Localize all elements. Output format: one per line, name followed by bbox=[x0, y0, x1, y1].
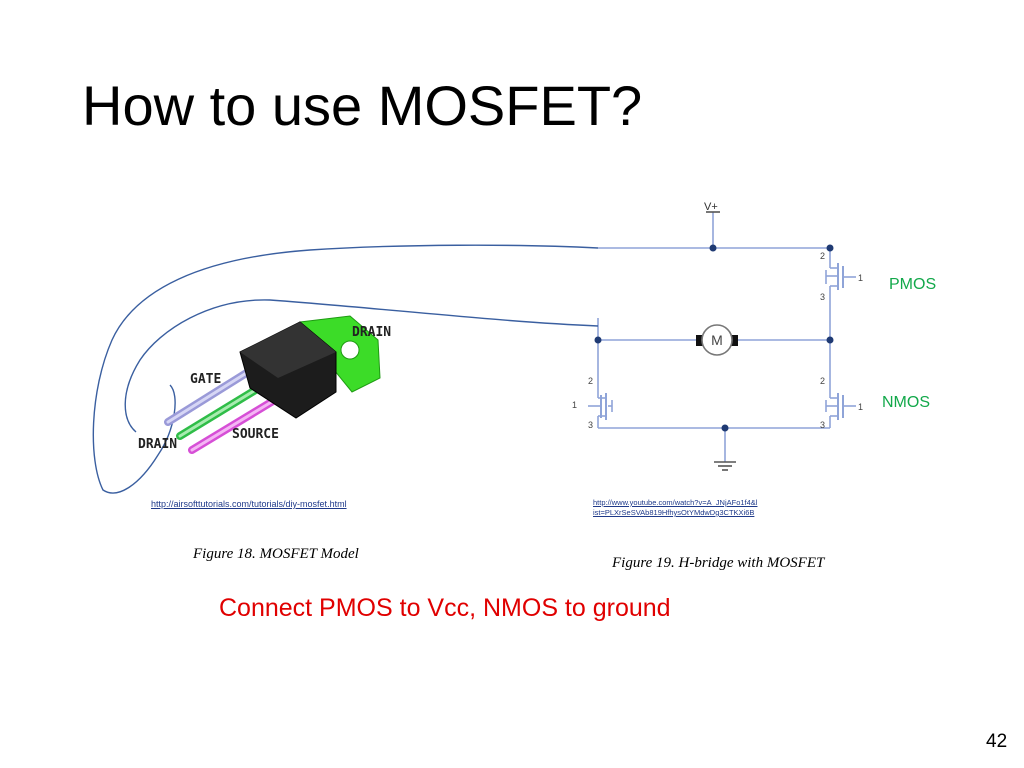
junction-dot bbox=[826, 244, 834, 252]
instruction-note: Connect PMOS to Vcc, NMOS to ground bbox=[219, 594, 671, 622]
mosfet-tab-hole bbox=[340, 340, 360, 360]
annotation-loops bbox=[92, 244, 599, 494]
nmos-right-symbol bbox=[825, 393, 856, 428]
pin-number: 3 bbox=[820, 420, 825, 430]
page-number: 42 bbox=[986, 731, 1008, 752]
figure-18-caption: Figure 18. MOSFET Model bbox=[193, 546, 359, 562]
vplus-label: V+ bbox=[704, 201, 718, 213]
annotation-loop-outer bbox=[92, 244, 599, 494]
annotation-loop-inner bbox=[124, 299, 599, 433]
pin-number: 1 bbox=[572, 400, 577, 410]
junction-dot bbox=[826, 336, 834, 344]
pin-label-gate: GATE bbox=[190, 372, 221, 387]
leg-drain-core bbox=[178, 384, 264, 438]
junction-dots bbox=[594, 244, 834, 432]
pmos-label: PMOS bbox=[889, 276, 937, 293]
mosfet-body-top bbox=[240, 322, 336, 378]
motor-symbol: M bbox=[696, 324, 738, 356]
motor-label: M bbox=[711, 332, 723, 348]
slide-title: How to use MOSFET? bbox=[82, 74, 643, 137]
pin-number: 2 bbox=[588, 376, 593, 386]
pin-number: 1 bbox=[858, 402, 863, 412]
figure-19-caption: Figure 19. H-bridge with MOSFET bbox=[612, 555, 825, 571]
pin-label-drain-bottom: DRAIN bbox=[138, 437, 177, 452]
junction-dot bbox=[594, 336, 602, 344]
leg-source-core bbox=[190, 396, 280, 452]
pmos-symbol bbox=[825, 262, 856, 300]
nmos-left-symbol bbox=[588, 393, 613, 428]
junction-dot bbox=[709, 244, 717, 252]
pin-number: 1 bbox=[858, 273, 863, 283]
pin-label-drain-top: DRAIN bbox=[352, 325, 391, 340]
leg-gate-core bbox=[166, 370, 250, 424]
pin-number: 3 bbox=[588, 420, 593, 430]
mosfet-illustration: DRAIN GATE DRAIN SOURCE bbox=[138, 315, 391, 454]
hbridge-source-link[interactable]: http://www.youtube.com/watch?v=A_JNjAFo1… bbox=[593, 498, 758, 517]
mosfet-source-link[interactable]: http://airsofttutorials.com/tutorials/di… bbox=[151, 499, 347, 509]
pin-number: 2 bbox=[820, 251, 825, 261]
pin-number: 3 bbox=[820, 292, 825, 302]
nmos-label: NMOS bbox=[882, 394, 930, 411]
pin-label-source: SOURCE bbox=[232, 427, 279, 442]
junction-dot bbox=[721, 424, 729, 432]
pin-numbers: 2 3 1 2 3 1 2 3 1 bbox=[572, 251, 863, 430]
pin-number: 2 bbox=[820, 376, 825, 386]
